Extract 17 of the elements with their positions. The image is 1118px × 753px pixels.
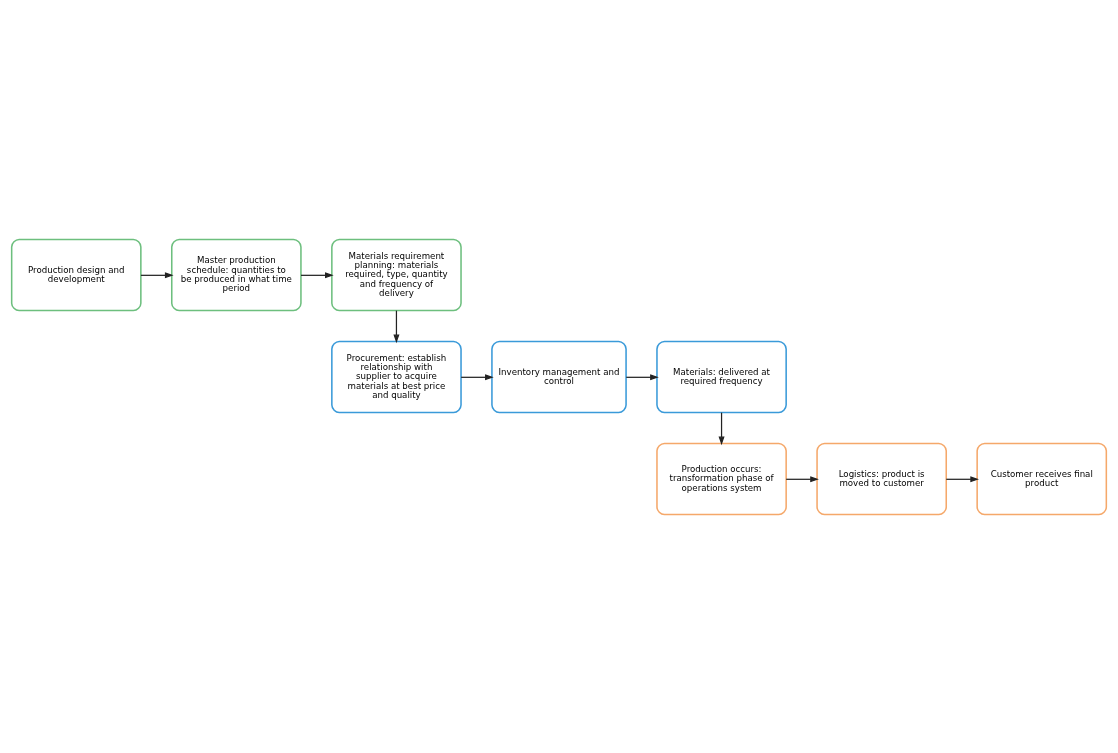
node-box: Production design and development	[10, 238, 142, 311]
node-box: Master production schedule: quantities to be produced in what time period	[171, 238, 302, 311]
arrow	[625, 373, 659, 380]
node-box: Customer receives final product	[976, 442, 1108, 515]
arrow	[300, 271, 334, 278]
node-box: Inventory management and control	[491, 340, 627, 413]
arrow	[393, 309, 400, 343]
arrow	[785, 475, 819, 482]
arrow	[140, 271, 174, 278]
node-box: Materials: delivered at required frequency	[656, 340, 787, 413]
node-box: Logistics: product is moved to customer	[816, 442, 947, 515]
node-box: Production occurs: transformation phase of operations system	[656, 442, 787, 515]
arrow	[460, 373, 494, 380]
node-box: Materials requirement planning: materials required, type, quantity and frequency of delivery	[331, 238, 462, 311]
arrow	[945, 475, 979, 482]
arrow	[718, 411, 725, 445]
node-box: Procurement: establish relationship with supplier to acquire materials at best price and quality	[331, 340, 462, 413]
